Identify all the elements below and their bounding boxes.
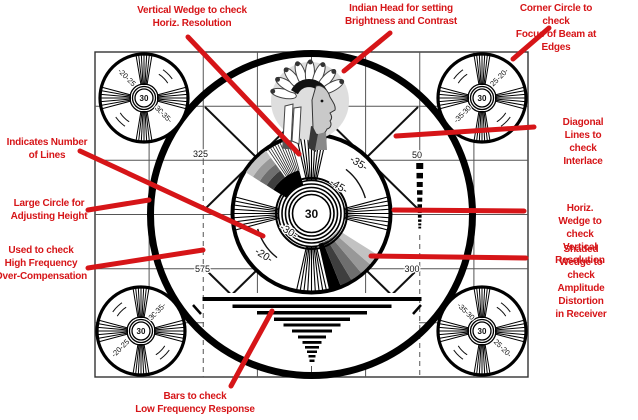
annotation-pointer-lines [77,25,552,389]
resolution-marker-50 [416,163,424,229]
svg-text:30: 30 [305,207,319,221]
annotation-bars: Bars to check Low Frequency Response [135,391,255,415]
svg-text:50: 50 [412,150,422,160]
annotation-large-circle: Large Circle for Adjusting Height [10,198,88,222]
annotation-indian-head: Indian Head for setting Brightness and C… [344,3,458,27]
annotation-horiz-wedge: Horiz. Wedge to check Vertical Resolutio… [555,203,605,266]
annotation-high-frequency: Used to check High Frequency Over-Compen… [0,245,88,282]
center-circle: 30-35--45--30--20- [230,132,393,295]
large-circle-outline [147,50,476,379]
annotation-number-of-lines: Indicates Number of Lines [6,137,88,161]
annotation-diagonal-lines: Diagonal Lines to check Interlace [562,117,604,167]
indian-head-figure [270,59,349,152]
svg-text:575: 575 [195,264,210,274]
svg-text:30: 30 [478,94,487,103]
low-frequency-bars [192,293,422,366]
annotation-corner-circle: Corner Circle to check Focus of Beam at … [515,3,597,53]
grid-numbers: 325 575 50 300 [192,148,424,276]
annotation-vertical-wedge: Vertical Wedge to check Horiz. Resolutio… [137,5,247,29]
svg-text:30: 30 [478,327,487,336]
annotation-shaded-wedge: Shaded Wedge to check Amplitude Distorti… [555,244,607,320]
svg-text:30: 30 [140,94,149,103]
svg-text:325: 325 [193,149,208,159]
svg-text:300: 300 [404,264,419,274]
svg-text:30: 30 [137,327,146,336]
